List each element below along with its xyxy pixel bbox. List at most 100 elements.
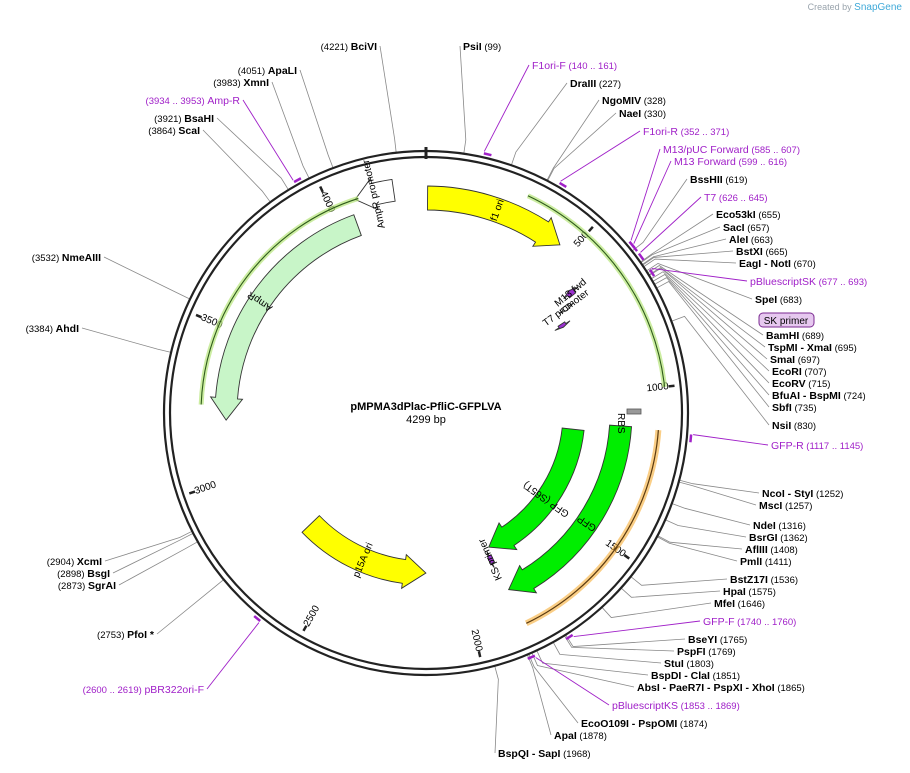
primer-name[interactable]: M13/pUC Forward [663, 144, 749, 156]
enzyme-label[interactable]: PmlI (1411) [740, 556, 792, 568]
primer-label[interactable]: pBluescriptKS (1853 .. 1869) [612, 700, 740, 712]
feature-arrow-ampr-promoter[interactable] [354, 177, 396, 211]
enzyme-bsrgi[interactable]: BsrGI (1362) [749, 532, 808, 544]
feature-arrow-p15a-ori[interactable] [301, 514, 427, 590]
enzyme-label[interactable]: AflIII (1408) [745, 544, 798, 556]
enzyme-name[interactable]: PfoI * [127, 629, 155, 641]
feature-p15a-ori[interactable]: p15A ori [301, 514, 427, 590]
enzyme-label[interactable]: EcoO109I - PspOMI (1874) [581, 718, 707, 730]
enzyme-apai[interactable]: ApaI (1878) [554, 730, 607, 742]
enzyme-label[interactable]: BstXI (665) [736, 246, 788, 258]
enzyme-label[interactable]: (4051) ApaLI [238, 65, 297, 77]
primer-label[interactable]: M13/pUC Forward (585 .. 607) [663, 144, 800, 156]
enzyme-name[interactable]: EagI - NotI [739, 258, 791, 270]
primer-name[interactable]: pBluescriptSK [750, 276, 816, 288]
primer-t7[interactable]: T7 (626 .. 645) [704, 192, 768, 204]
enzyme-name[interactable]: AbsI - PaeR7I - PspXI - XhoI [637, 682, 775, 694]
enzyme-bcivi[interactable]: (4221) BciVI [321, 41, 377, 53]
primer-mark-f1ori-r[interactable] [558, 181, 567, 189]
feature-ampr-promoter[interactable]: AmpR promoter [354, 158, 396, 230]
enzyme-eagi-noti[interactable]: EagI - NotI (670) [739, 258, 816, 270]
enzyme-name[interactable]: BseYI [688, 634, 717, 646]
enzyme-name[interactable]: DraIII [570, 78, 596, 90]
primer-mark-amp-r[interactable] [293, 177, 302, 184]
primer-name[interactable]: GFP-R [771, 440, 804, 452]
enzyme-name[interactable]: BstZ17I [730, 574, 768, 586]
primer-name[interactable]: T7 [704, 192, 716, 204]
primer-label[interactable]: (2600 .. 2619) pBR322ori-F [83, 684, 204, 696]
primer-f1ori-r[interactable]: F1ori-R (352 .. 371) [643, 126, 729, 138]
feature-arrow-ks-primer[interactable] [486, 550, 496, 568]
primer-name[interactable]: M13 Forward [674, 156, 736, 168]
enzyme-xcmi[interactable]: (2904) XcmI [47, 556, 102, 568]
enzyme-name[interactable]: ApaLI [268, 65, 297, 77]
enzyme-name[interactable]: NmeAIII [62, 252, 101, 264]
primer-name[interactable]: GFP-F [703, 616, 735, 628]
enzyme-bfuai-bspmi[interactable]: BfuAI - BspMI (724) [772, 390, 866, 402]
enzyme-name[interactable]: ApaI [554, 730, 577, 742]
enzyme-label[interactable]: (3983) XmnI [213, 77, 269, 89]
enzyme-label[interactable]: (3921) BsaHI [154, 113, 214, 125]
enzyme-name[interactable]: BamHI [766, 330, 799, 342]
enzyme-name[interactable]: BspQI - SapI [498, 748, 561, 760]
enzyme-name[interactable]: SbfI [772, 402, 792, 414]
enzyme-name[interactable]: EcoRV [772, 378, 806, 390]
enzyme-spei[interactable]: SpeI (683) [755, 294, 802, 306]
enzyme-name[interactable]: PspFI [677, 646, 706, 658]
feature-arrow-ampr[interactable] [209, 214, 362, 421]
primer-label[interactable]: F1ori-F (140 .. 161) [532, 60, 617, 72]
enzyme-name[interactable]: XmnI [243, 77, 269, 89]
primer-label[interactable]: F1ori-R (352 .. 371) [643, 126, 729, 138]
enzyme-label[interactable]: HpaI (1575) [723, 586, 776, 598]
enzyme-name[interactable]: XcmI [77, 556, 102, 568]
enzyme-msci[interactable]: MscI (1257) [759, 500, 812, 512]
enzyme-name[interactable]: MscI [759, 500, 782, 512]
enzyme-stui[interactable]: StuI (1803) [664, 658, 714, 670]
primer-mark-gfp-r[interactable] [689, 434, 693, 443]
enzyme-name[interactable]: AflIII [745, 544, 768, 556]
primer-name[interactable]: F1ori-R [643, 126, 678, 138]
enzyme-tspmi-xmai[interactable]: TspMI - XmaI (695) [768, 342, 857, 354]
enzyme-scai[interactable]: (3864) ScaI [148, 125, 200, 137]
enzyme-saci[interactable]: SacI (657) [723, 222, 769, 234]
sk-primer-label[interactable]: SK primer [764, 316, 809, 327]
enzyme-label[interactable]: DraIII (227) [570, 78, 621, 90]
enzyme-name[interactable]: BsgI [87, 568, 110, 580]
primer-label[interactable]: pBluescriptSK (677 .. 693) [750, 276, 867, 288]
enzyme-ahdi[interactable]: (3384) AhdI [26, 323, 80, 335]
enzyme-sgrai[interactable]: (2873) SgrAI [58, 580, 116, 592]
enzyme-bseyi[interactable]: BseYI (1765) [688, 634, 747, 646]
enzyme-name[interactable]: BsaHI [184, 113, 214, 125]
enzyme-label[interactable]: SacI (657) [723, 222, 769, 234]
enzyme-psii[interactable]: PsiI (99) [463, 41, 501, 53]
feature-arrow-t7-promoter[interactable] [558, 302, 574, 315]
enzyme-label[interactable]: EcoRI (707) [772, 366, 827, 378]
enzyme-naei[interactable]: NaeI (330) [619, 108, 666, 120]
enzyme-label[interactable]: (3864) ScaI [148, 125, 200, 137]
enzyme-label[interactable]: MscI (1257) [759, 500, 812, 512]
enzyme-name[interactable]: SacI [723, 222, 745, 234]
enzyme-bspdi-clai[interactable]: BspDI - ClaI (1851) [651, 670, 740, 682]
enzyme-label[interactable]: NsiI (830) [772, 420, 816, 432]
primer-pbr322ori-f[interactable]: (2600 .. 2619) pBR322ori-F [83, 684, 204, 696]
enzyme-label[interactable]: BstZ17I (1536) [730, 574, 798, 586]
enzyme-afliii[interactable]: AflIII (1408) [745, 544, 798, 556]
primer-label[interactable]: GFP-F (1740 .. 1760) [703, 616, 796, 628]
enzyme-label[interactable]: (2904) XcmI [47, 556, 102, 568]
primer-mark-pbr322ori-f[interactable] [253, 615, 261, 622]
enzyme-name[interactable]: HpaI [723, 586, 746, 598]
primer-mark-pbluescriptks[interactable] [527, 654, 536, 660]
enzyme-name[interactable]: PmlI [740, 556, 762, 568]
enzyme-label[interactable]: BseYI (1765) [688, 634, 747, 646]
enzyme-label[interactable]: NdeI (1316) [753, 520, 806, 532]
enzyme-alei[interactable]: AleI (663) [729, 234, 773, 246]
enzyme-label[interactable]: (3384) AhdI [26, 323, 80, 335]
enzyme-name[interactable]: NdeI [753, 520, 776, 532]
enzyme-ncoi-styi[interactable]: NcoI - StyI (1252) [762, 488, 843, 500]
enzyme-name[interactable]: EcoRI [772, 366, 802, 378]
enzyme-name[interactable]: SgrAI [88, 580, 116, 592]
enzyme-name[interactable]: NsiI [772, 420, 791, 432]
enzyme-label[interactable]: Eco53kI (655) [716, 209, 781, 221]
enzyme-smai[interactable]: SmaI (697) [770, 354, 820, 366]
primer-pbluescriptks[interactable]: pBluescriptKS (1853 .. 1869) [612, 700, 740, 712]
